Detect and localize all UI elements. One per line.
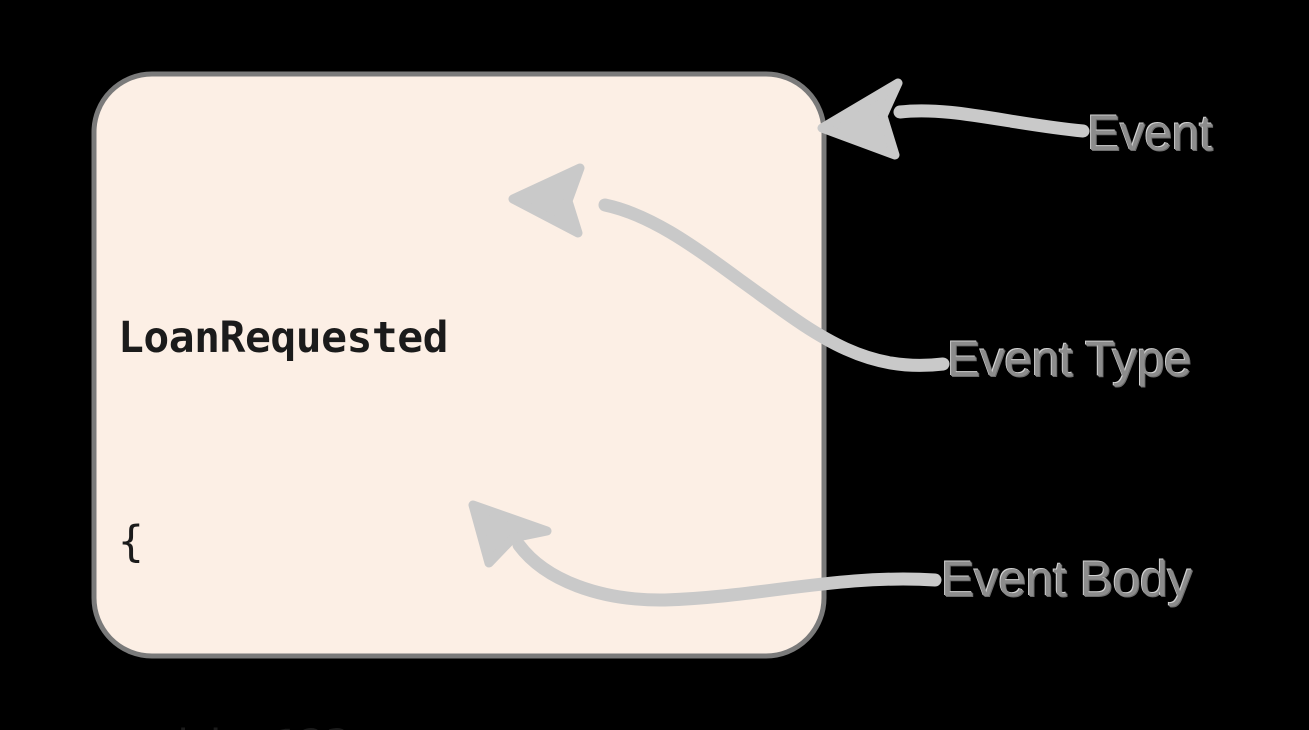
annotation-arrow-event-body — [468, 500, 942, 607]
annotation-label-event-body: Event Body — [941, 551, 1192, 607]
arrow-head-event — [817, 78, 903, 160]
code-line-event-type: LoanRequested — [118, 313, 449, 363]
arrow-head-event-body — [468, 500, 552, 568]
arrow-shaft-event-type — [598, 198, 950, 372]
annotation-arrow-event-type — [508, 163, 950, 372]
code-line-field-id: id: 123, — [118, 712, 818, 730]
event-card-code: LoanRequested { id: 123, amount: 100, bo… — [118, 168, 818, 730]
arrow-head-event-type — [508, 163, 585, 238]
annotation-arrow-event — [817, 78, 1090, 160]
annotation-label-event: Event — [1087, 105, 1213, 161]
annotation-label-event-type: Event Type — [947, 331, 1192, 387]
code-line-open-brace: { — [118, 517, 144, 567]
arrow-shaft-event — [893, 104, 1090, 138]
arrow-shaft-event-body — [512, 538, 942, 607]
